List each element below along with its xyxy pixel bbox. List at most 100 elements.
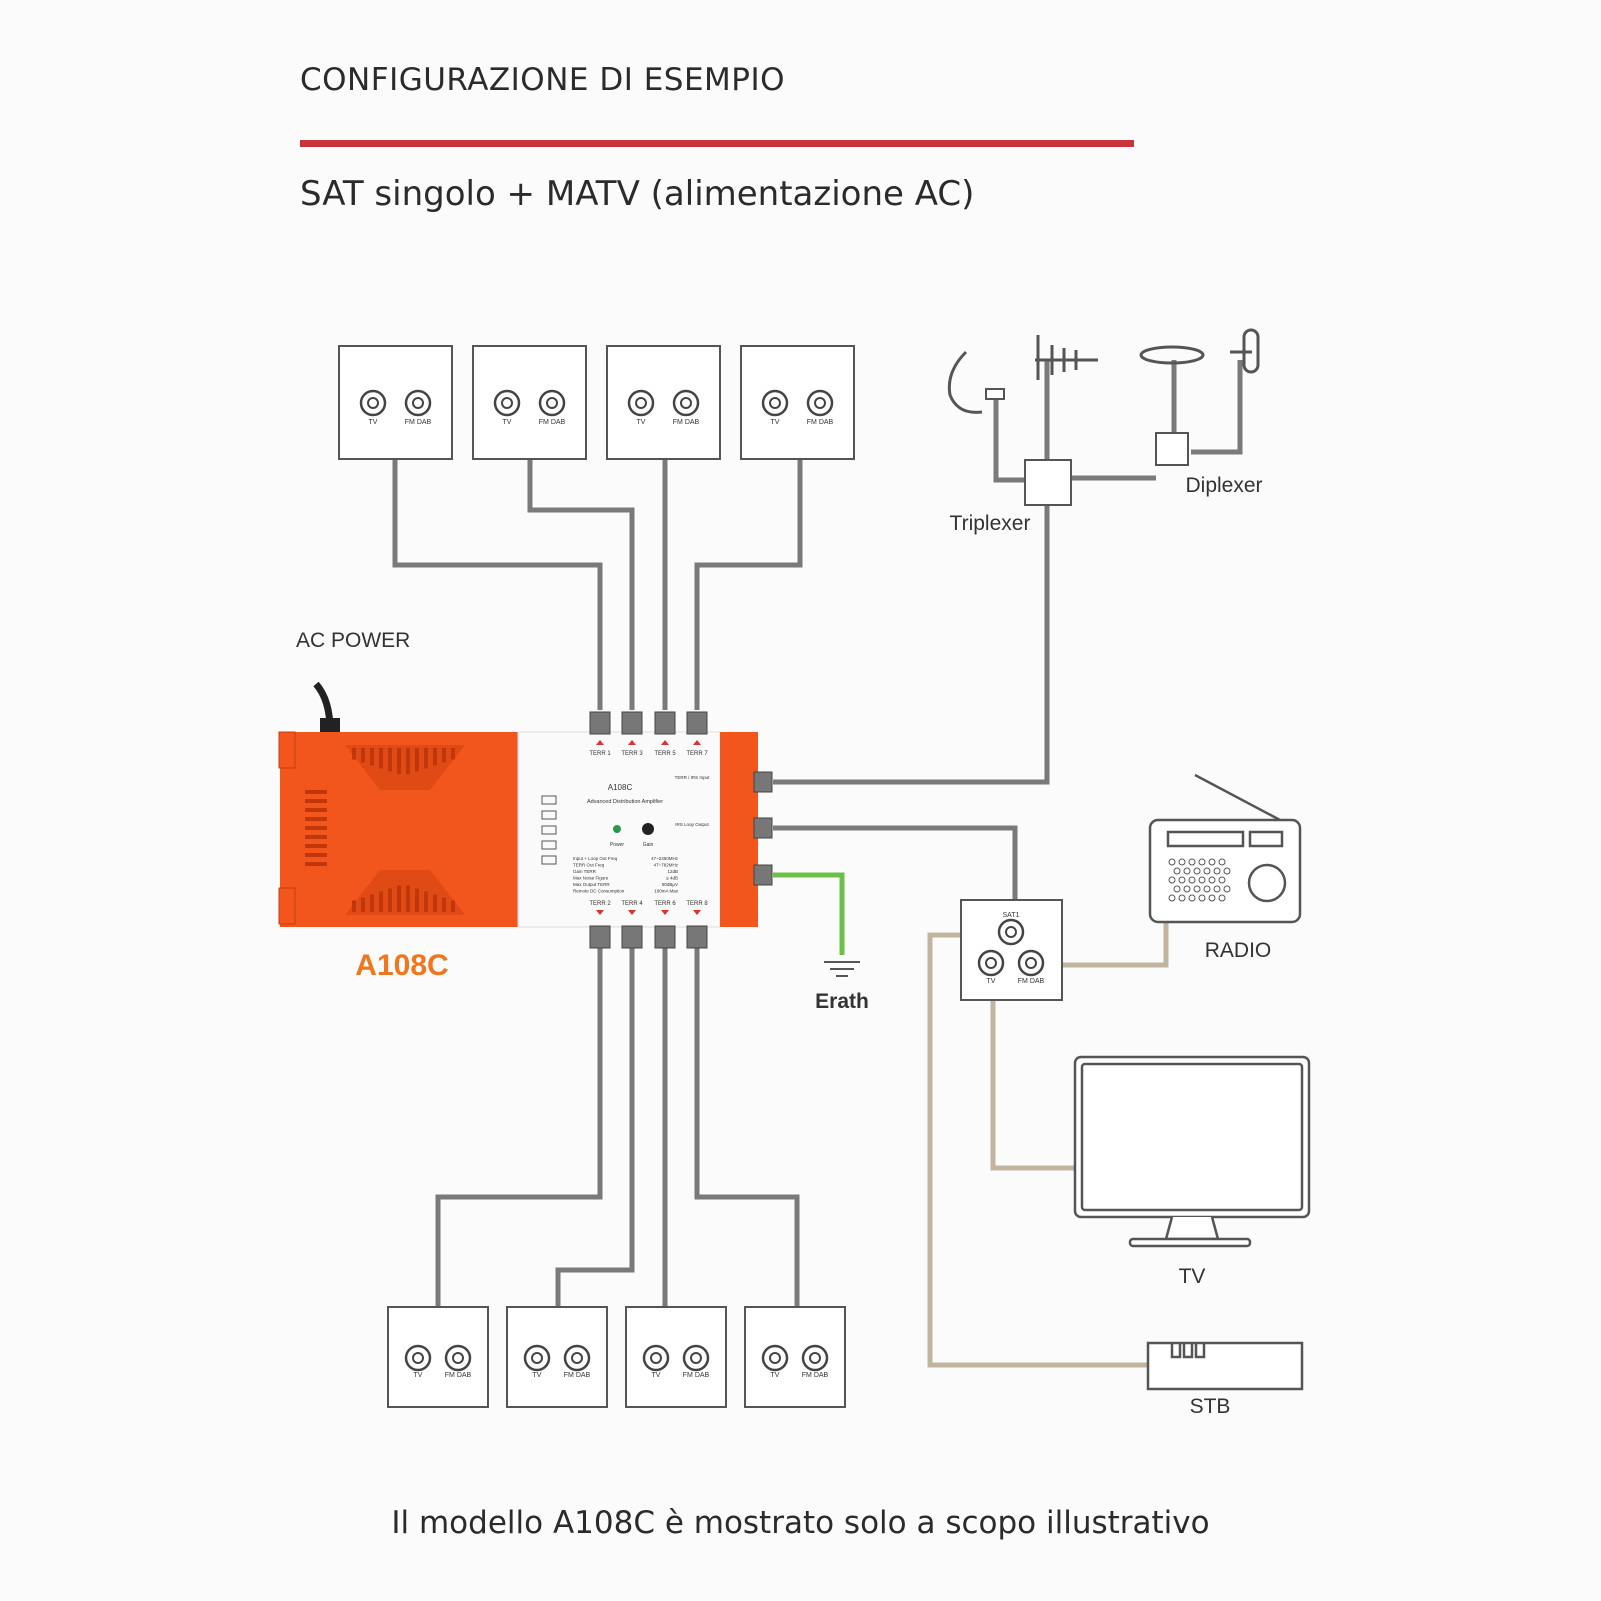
grille-hole xyxy=(1223,867,1231,875)
svg-text:TV: TV xyxy=(987,978,996,985)
vent-slot xyxy=(361,897,365,912)
vent-slot xyxy=(379,891,383,912)
spec-name: Max Noise Figure xyxy=(573,876,609,881)
wall-outlet: TV FM DAB xyxy=(338,345,453,460)
antennas xyxy=(947,328,1260,414)
svg-text:TV: TV xyxy=(533,1372,542,1379)
svg-text:FM DAB: FM DAB xyxy=(445,1372,472,1379)
svg-text:TV: TV xyxy=(369,419,378,426)
vent-slot xyxy=(305,844,327,848)
grille-hole xyxy=(1168,876,1176,884)
vent-slot xyxy=(388,748,392,772)
spec-value: 47~782MHz xyxy=(654,863,679,868)
port-label: TERR 7 xyxy=(686,751,708,757)
port-label: TERR 8 xyxy=(686,901,708,907)
wall-outlet: TV FM DAB xyxy=(472,345,587,460)
svg-text:TV: TV xyxy=(652,1372,661,1379)
vent-slot xyxy=(424,748,428,769)
stb-label: STB xyxy=(1190,1395,1231,1418)
port-label: TERR 6 xyxy=(654,901,676,907)
svg-text:FM DAB: FM DAB xyxy=(673,419,700,426)
grille-hole xyxy=(1173,867,1181,875)
vent-slot xyxy=(352,900,356,912)
vent-slot xyxy=(397,748,401,775)
wall-outlet: TV FM DAB xyxy=(506,1306,608,1408)
grille-hole xyxy=(1208,894,1216,902)
spec-value: 12dB xyxy=(667,869,678,874)
vent-slot xyxy=(406,885,410,912)
vent-slot xyxy=(433,748,437,766)
dab-antenna-icon xyxy=(1230,328,1260,374)
grille-hole xyxy=(1198,858,1206,866)
side-connectors xyxy=(753,771,773,886)
loop-label: IRS Loop Output xyxy=(675,822,709,827)
yagi-antenna-icon xyxy=(1035,335,1098,380)
grille-hole xyxy=(1178,894,1186,902)
tv-icon xyxy=(1073,1055,1311,1248)
vent-slot xyxy=(305,853,327,857)
port-label: TERR 5 xyxy=(654,751,676,757)
grille-hole xyxy=(1213,885,1221,893)
vent-slot xyxy=(415,888,419,912)
svg-text:SAT1: SAT1 xyxy=(1003,912,1020,919)
bottom-connectors xyxy=(589,925,708,949)
device-model-label: A108C xyxy=(608,783,633,792)
triplexer-label: Triplexer xyxy=(950,512,1031,535)
ac-power-label: AC POWER xyxy=(296,629,410,652)
spec-value: 100mA Max xyxy=(654,889,679,894)
vent-slot xyxy=(379,748,383,769)
svg-text:TV: TV xyxy=(503,419,512,426)
svg-text:FM DAB: FM DAB xyxy=(802,1372,829,1379)
input-label: TERR / IRS Input xyxy=(675,775,711,780)
vent-slot xyxy=(415,748,419,772)
svg-text:Power: Power xyxy=(610,842,625,848)
page-subtitle: SAT singolo + MATV (alimentazione AC) xyxy=(300,174,975,214)
grille-hole xyxy=(1188,876,1196,884)
gain-knob xyxy=(642,823,654,835)
radio-icon xyxy=(1148,773,1302,924)
grille-hole xyxy=(1213,867,1221,875)
svg-text:TV: TV xyxy=(771,1372,780,1379)
grille-hole xyxy=(1218,894,1226,902)
vent-slot xyxy=(352,748,356,760)
grille-hole xyxy=(1183,885,1191,893)
vent-slot xyxy=(451,900,455,912)
spec-name: Input + Loop Out Freq xyxy=(573,856,618,861)
radio-speaker-grille xyxy=(1168,858,1231,902)
vent-slot xyxy=(305,862,327,866)
diplexer-box xyxy=(1155,432,1189,466)
vent-slot xyxy=(442,748,446,763)
grille-hole xyxy=(1203,885,1211,893)
radio-label: RADIO xyxy=(1205,939,1272,962)
grille-hole xyxy=(1178,858,1186,866)
footer-note: Il modello A108C è mostrato solo a scopo… xyxy=(391,1505,1210,1541)
grille-hole xyxy=(1218,876,1226,884)
vent-slot xyxy=(406,748,410,775)
svg-text:FM DAB: FM DAB xyxy=(807,419,834,426)
wall-outlet: TV FM DAB xyxy=(387,1306,489,1408)
svg-text:TV: TV xyxy=(637,419,646,426)
svg-text:FM DAB: FM DAB xyxy=(539,419,566,426)
stb-icon xyxy=(1146,1341,1304,1391)
port-label: TERR 1 xyxy=(589,751,611,757)
amplifier-device: TERR 1 TERR 3 TERR 5 TERR 7 TERR 2 TERR … xyxy=(278,681,773,949)
spec-name: Max Output TERR xyxy=(573,882,610,887)
earth-label: Erath xyxy=(815,990,869,1013)
vent-slot xyxy=(370,894,374,912)
grille-hole xyxy=(1168,894,1176,902)
grille-hole xyxy=(1183,867,1191,875)
vent-slot xyxy=(305,817,327,821)
svg-text:TV: TV xyxy=(414,1372,423,1379)
spec-value: ≤ 4dB xyxy=(666,876,678,881)
grille-hole xyxy=(1198,876,1206,884)
top-cables xyxy=(392,360,1243,1307)
grille-hole xyxy=(1203,867,1211,875)
spec-name: TERR Out Freq xyxy=(573,863,605,868)
page-title: CONFIGURAZIONE DI ESEMPIO xyxy=(300,62,786,98)
spec-name: Remote DC Consumption xyxy=(573,889,625,894)
grille-hole xyxy=(1188,894,1196,902)
vent-slot xyxy=(370,748,374,766)
port-label: TERR 4 xyxy=(621,901,643,907)
